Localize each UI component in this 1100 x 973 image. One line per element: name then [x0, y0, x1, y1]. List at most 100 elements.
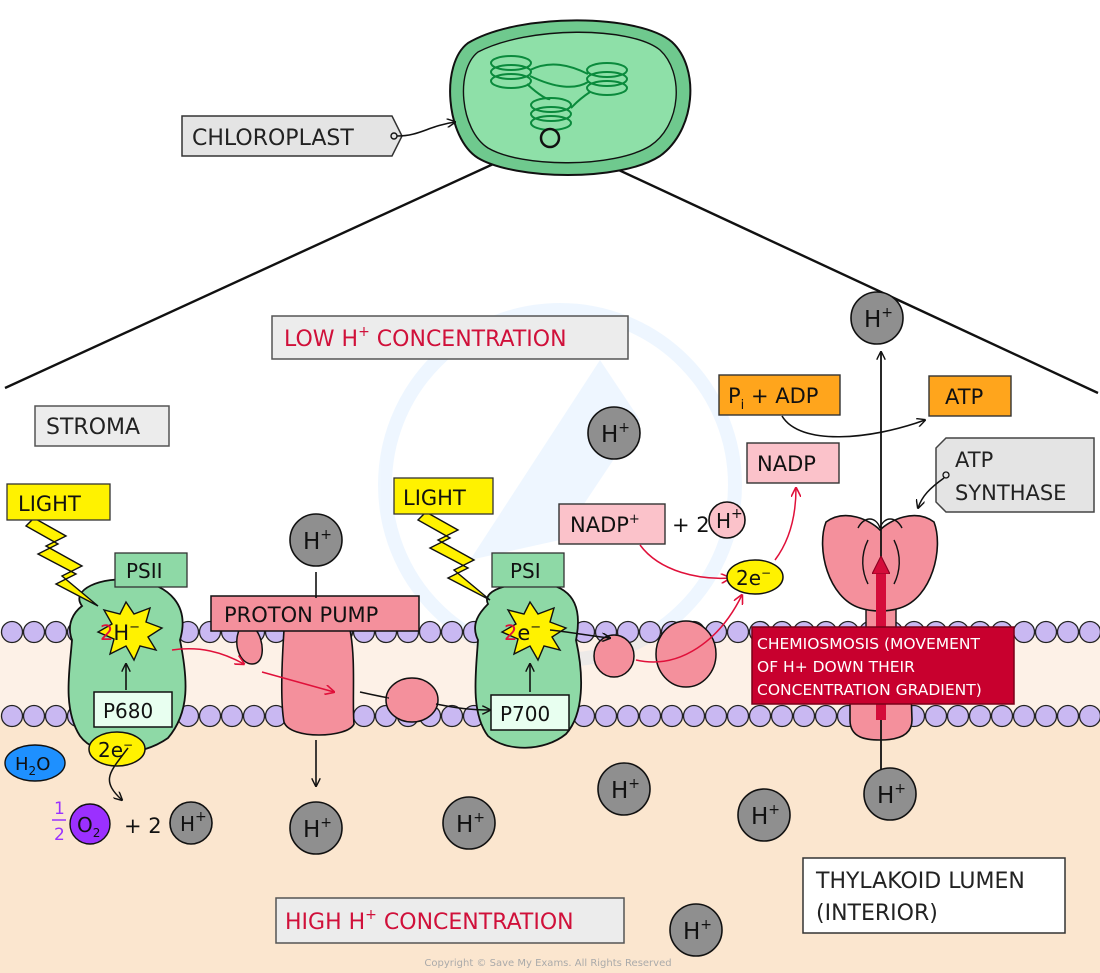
- top-lipid-49: [1078, 620, 1100, 644]
- grana-stacks: [490, 55, 628, 131]
- water-split-arrow: [108, 747, 129, 800]
- low-conc-post: CONCENTRATION: [370, 327, 567, 352]
- bottom-lipid-9: [198, 704, 222, 728]
- hydrogen-ion-8: H+: [597, 762, 651, 816]
- stroma-label-text: STROMA: [46, 415, 140, 440]
- hydrogen-ion-charge-2: +: [320, 527, 332, 543]
- hydrogen-ion-symbol-7: H: [456, 812, 473, 838]
- oxygen-product: 1 2 O2 + 2: [52, 799, 162, 845]
- hydrogen-ion-circle-8: [597, 762, 651, 816]
- hydrogen-ion-circle-6: [289, 801, 343, 855]
- electron-bubble-nadp: 2e−: [726, 559, 784, 595]
- proton-pump-label: PROTON PUMP: [224, 603, 378, 627]
- top-lipid-33: [726, 620, 750, 644]
- bottom-lipid-35: [770, 704, 794, 728]
- bottom-lipid-31: [682, 704, 706, 728]
- hydrogen-ion-symbol-2: H: [303, 529, 320, 555]
- adp-label: + ADP: [744, 384, 818, 408]
- hydrogen-ion-text-0: H+: [864, 305, 893, 333]
- bottom-lipid-16: [352, 704, 376, 728]
- hydrogen-ion-symbol-6: H: [303, 817, 320, 843]
- bottom-lipid-30: [660, 704, 684, 728]
- hydrogen-ion-symbol-0: H: [864, 307, 881, 333]
- svg-text:NADP+: NADP+: [570, 512, 640, 537]
- atp-synthase-label: ATP SYNTHASE: [918, 437, 1095, 513]
- hydrogen-ion-symbol-4: H: [877, 783, 894, 809]
- nadp-product-label: NADP: [757, 452, 816, 476]
- hydrogen-ion-charge-5: +: [195, 809, 207, 825]
- ps2-electron-coef: 2: [100, 621, 113, 645]
- hydrogen-ion-text-7: H+: [456, 810, 485, 838]
- hydrogen-ion-circle-5: [169, 801, 213, 845]
- hydrogen-ion-1: H+: [587, 406, 641, 460]
- hydrogen-ion-circle-3: [708, 501, 746, 539]
- atp-synthase-line2: SYNTHASE: [955, 481, 1066, 505]
- electron-carrier-2: [593, 634, 635, 678]
- hydrogen-ion-text-5: H+: [180, 809, 207, 836]
- bottom-lipid-10: [220, 704, 244, 728]
- electron-bubble-water: 2e−: [88, 731, 146, 767]
- proton-pump: PROTON PUMP: [210, 572, 420, 786]
- oxygen-fraction-den: 2: [54, 825, 65, 845]
- bottom-lipid-2: [44, 704, 68, 728]
- hydrogen-ion-charge-7: +: [473, 810, 485, 826]
- bottom-lipid-34: [748, 704, 772, 728]
- hydrogen-ion-charge-6: +: [320, 815, 332, 831]
- hydrogen-ion-10: H+: [669, 903, 723, 957]
- bottom-lipid-20: [440, 704, 464, 728]
- nadp-plus-label: NADP: [570, 513, 629, 537]
- zoom-focus-circle: [539, 127, 561, 149]
- hydrogen-ion-5: H+: [169, 801, 213, 845]
- hydrogen-ion-circle-9: [737, 788, 791, 842]
- high-conc-sup: +: [365, 907, 377, 923]
- electron-path-2: [261, 671, 334, 692]
- electron-path-3: [359, 691, 390, 699]
- light-label-psi: LIGHT: [393, 477, 494, 515]
- hydrogen-ion-symbol-3: H: [716, 509, 731, 533]
- nadp-electron-sup: −: [761, 566, 771, 580]
- svg-text:H2O: H2O: [15, 754, 50, 778]
- hydrogen-ions: H+H+H+H+H+H+H+H+H+H+H+: [169, 291, 917, 957]
- svg-text:LOW H+ CONCENTRATION: LOW H+ CONCENTRATION: [284, 324, 567, 352]
- bottom-lipid-28: [616, 704, 640, 728]
- pi-subscript: i: [741, 398, 745, 413]
- water-sub: 2: [29, 764, 37, 778]
- hydrogen-ion-circle-10: [669, 903, 723, 957]
- bottom-lipid-49: [1078, 704, 1100, 728]
- copyright-text: Copyright © Save My Exams. All Rights Re…: [424, 958, 671, 969]
- top-lipid-19: [418, 620, 442, 644]
- hydrogen-ion-7: H+: [442, 796, 496, 850]
- top-lipid-29: [638, 620, 662, 644]
- hydrogen-ion-charge-8: +: [628, 776, 640, 792]
- svg-text:O2: O2: [77, 813, 100, 840]
- water-electron-sup: −: [123, 738, 133, 752]
- oxygen-o: O: [77, 813, 93, 837]
- p680-label: P680: [103, 699, 153, 723]
- hydrogen-ion-charge-0: +: [881, 305, 893, 321]
- hydrogen-ion-symbol-5: H: [180, 812, 195, 836]
- nadp-reduction: NADP+ + 2 NADP: [558, 442, 840, 578]
- svg-text:2e−: 2e−: [504, 620, 541, 645]
- psii-label: PSII: [126, 559, 163, 583]
- nadp-electron-text: 2e: [736, 566, 761, 590]
- atp-formation: Pi + ADP ATP: [718, 374, 1012, 438]
- lumen-label-line1: THYLAKOID LUMEN: [815, 869, 1025, 894]
- top-lipid-46: [1012, 620, 1036, 644]
- chemiosmosis-line1: CHEMIOSMOSIS (MOVEMENT: [757, 635, 981, 653]
- bottom-lipid-11: [242, 704, 266, 728]
- bottom-lipid-27: [594, 704, 618, 728]
- oxygen-sub: 2: [93, 826, 101, 840]
- chloroplast-label: CHLOROPLAST: [181, 115, 455, 157]
- hydrogen-ion-4: H+: [863, 767, 917, 821]
- chloroplast: [449, 19, 692, 176]
- hydrogen-ion-circle-0: [850, 291, 904, 345]
- hydrogen-ion-text-8: H+: [611, 776, 640, 804]
- chemiosmosis-line3: CONCENTRATION GRADIENT): [757, 681, 982, 699]
- photosystem-1: 2e− P700 PSI: [474, 552, 582, 749]
- bottom-lipid-32: [704, 704, 728, 728]
- hydrogen-ion-charge-1: +: [618, 420, 630, 436]
- oxygen-fraction-num: 1: [54, 799, 65, 819]
- hydrogen-ion-circle-1: [587, 406, 641, 460]
